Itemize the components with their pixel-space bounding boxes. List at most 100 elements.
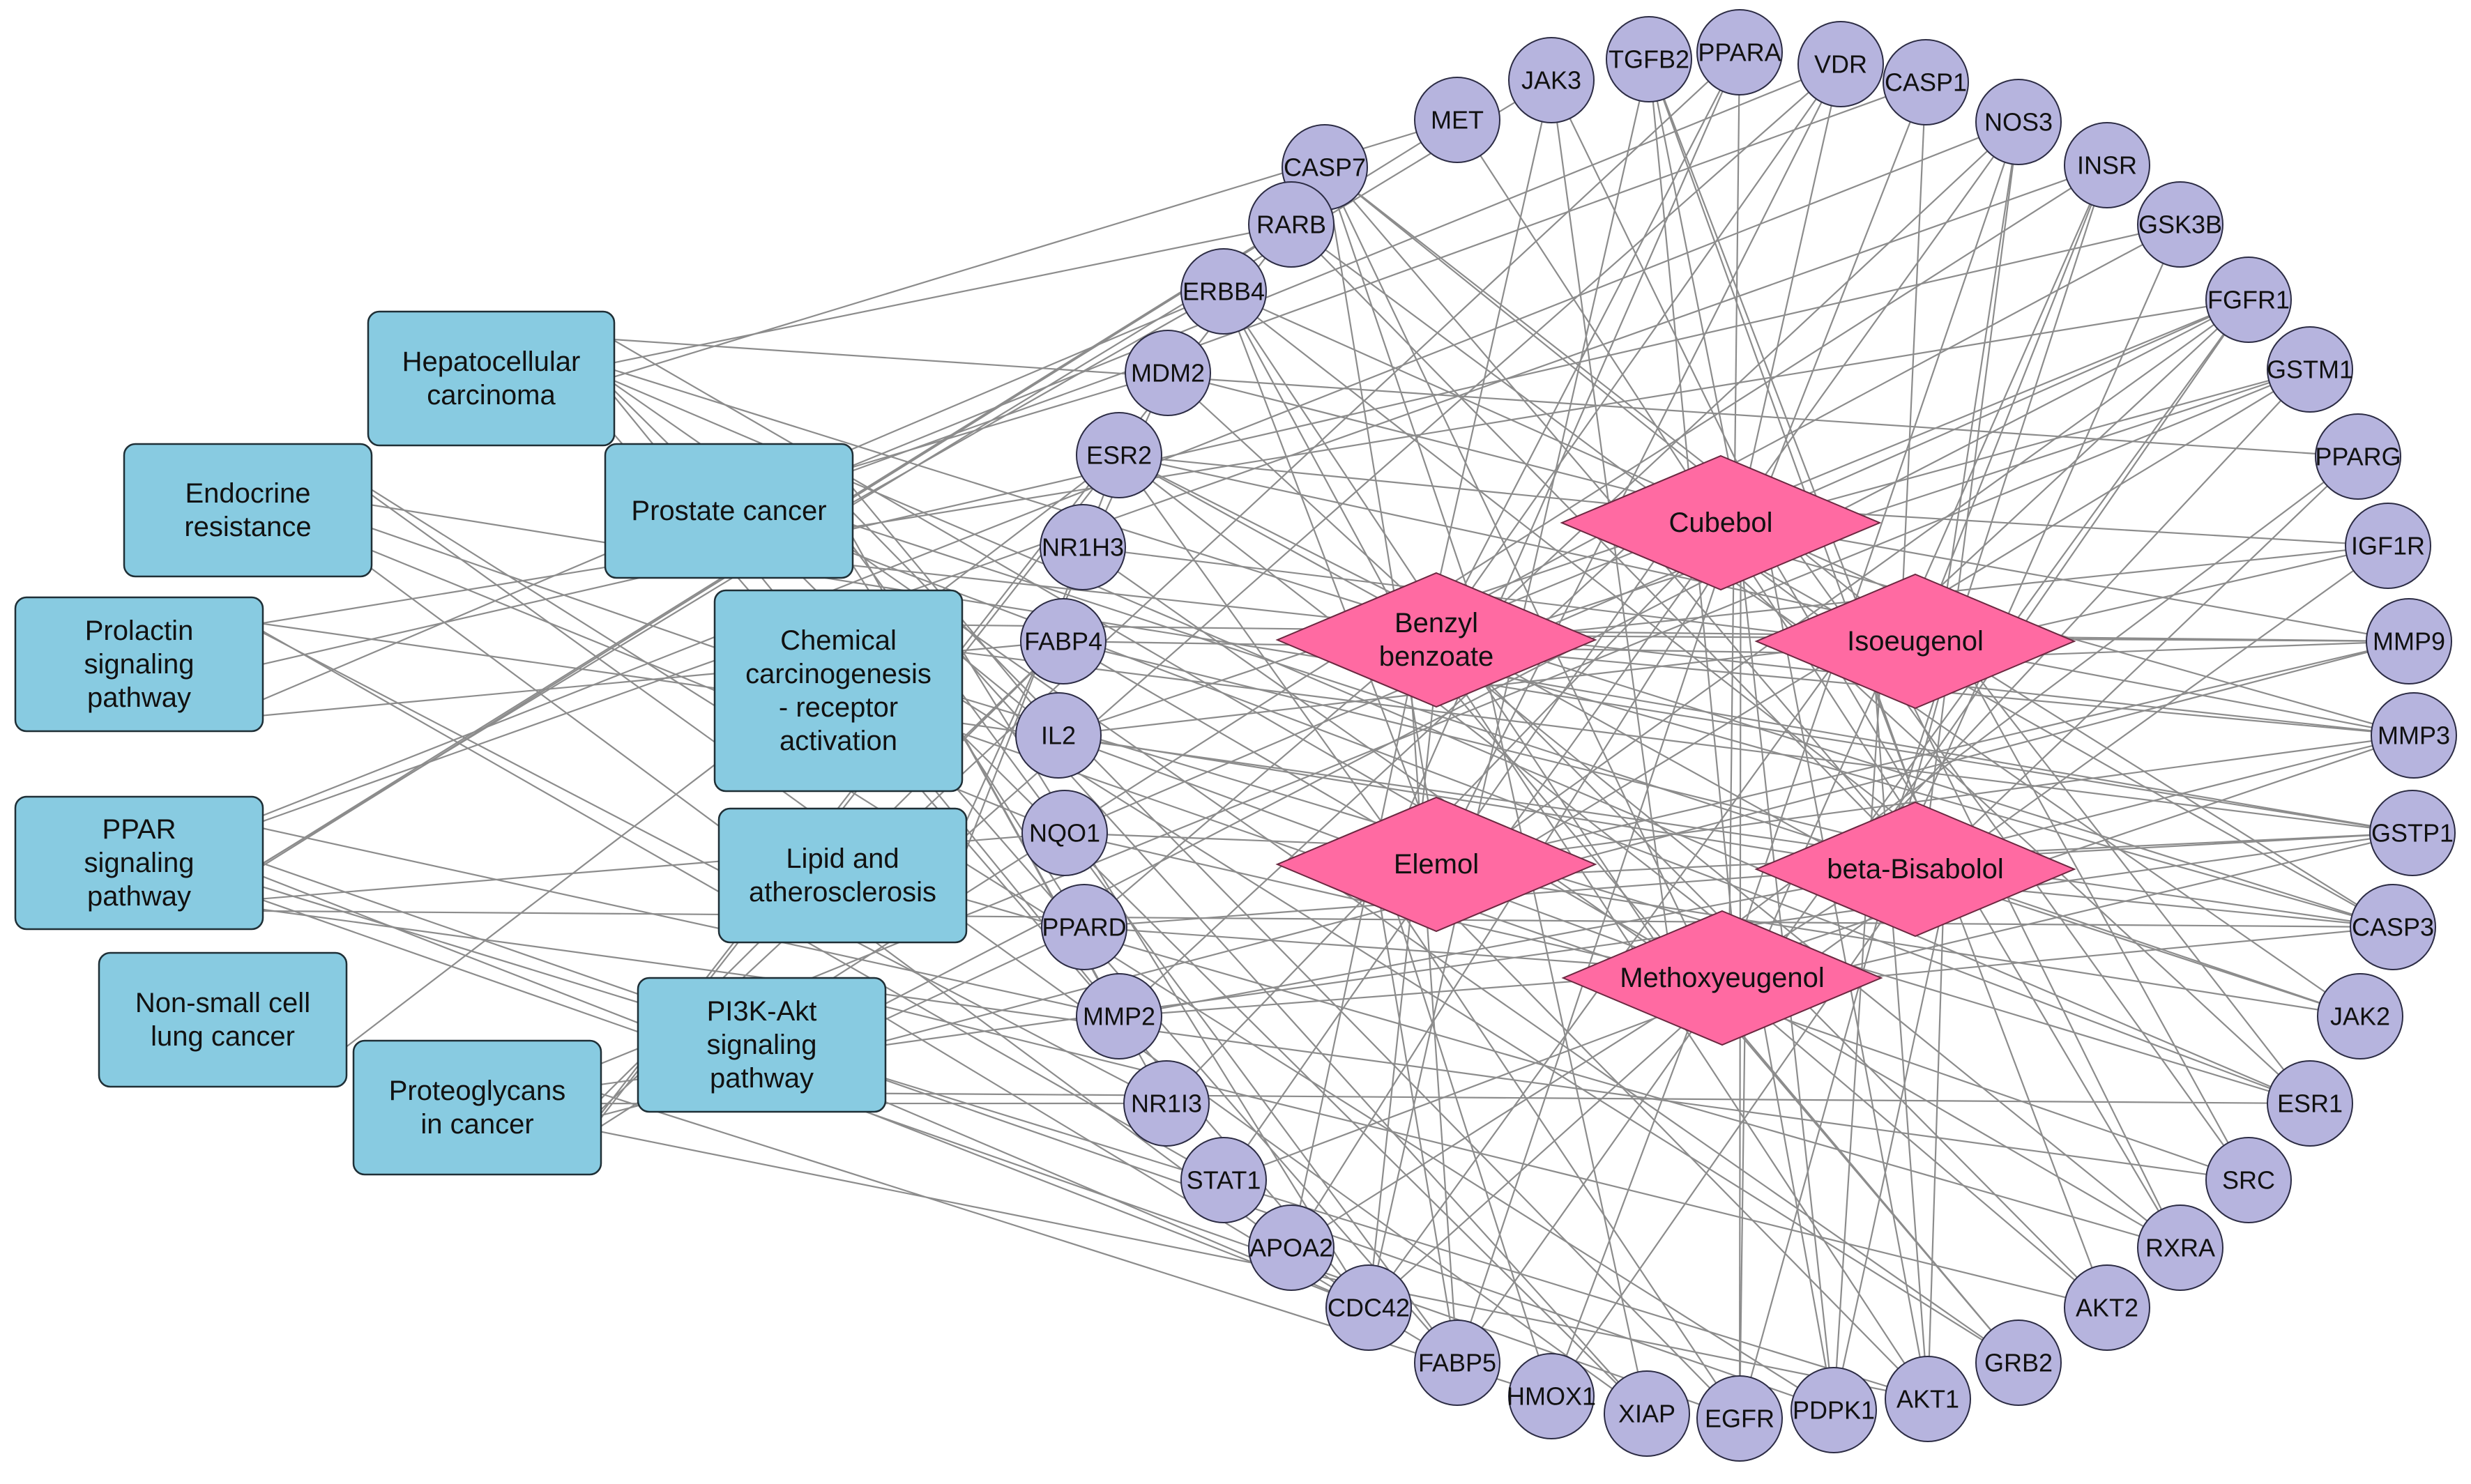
target-node-fabp5[interactable]: FABP5 [1414, 1319, 1500, 1406]
target-node-gstm1[interactable]: GSTM1 [2267, 326, 2353, 413]
target-node-mmp2[interactable]: MMP2 [1076, 973, 1162, 1060]
target-circle [2064, 1264, 2150, 1351]
target-node-mmp9[interactable]: MMP9 [2366, 598, 2452, 684]
target-node-pparg[interactable]: PPARG [2315, 413, 2401, 500]
target-node-cdc42[interactable]: CDC42 [1325, 1264, 1412, 1351]
compound-target-edge [1752, 368, 2311, 522]
target-label: STAT1 [1187, 1166, 1261, 1195]
target-node-stat1[interactable]: STAT1 [1180, 1137, 1267, 1223]
compound-target-edge [1118, 454, 1777, 967]
target-node-igf1r[interactable]: IGF1R [2345, 503, 2431, 589]
compound-target-edge [1082, 546, 1670, 960]
target-circle [1414, 77, 1500, 163]
target-node-xiap[interactable]: XIAP [1604, 1370, 1690, 1457]
target-node-tgfb2[interactable]: TGFB2 [1606, 16, 1692, 102]
compound-target-edge [1725, 121, 2020, 980]
target-circle [1325, 1264, 1412, 1351]
target-node-esr2[interactable]: ESR2 [1076, 412, 1162, 498]
target-node-akt1[interactable]: AKT1 [1885, 1356, 1971, 1442]
target-node-gstp1[interactable]: GSTP1 [2369, 790, 2456, 876]
compound-node-cubebol[interactable]: Cubebol [1560, 454, 1882, 591]
target-node-rxra[interactable]: RXRA [2137, 1204, 2223, 1291]
target-circle [1975, 79, 2062, 165]
target-circle [1040, 504, 1126, 590]
target-node-insr[interactable]: INSR [2064, 122, 2150, 208]
target-node-ppara[interactable]: PPARA [1696, 9, 1783, 95]
compound-node-bisab[interactable]: beta-Bisabolol [1754, 801, 2076, 938]
target-node-jak3[interactable]: JAK3 [1508, 37, 1595, 123]
target-circle [1041, 884, 1127, 970]
target-node-casp1[interactable]: CASP1 [1883, 39, 1969, 125]
target-circle [1076, 412, 1162, 498]
target-circle [2137, 1204, 2223, 1291]
target-circle [2350, 884, 2436, 970]
compound-target-edge [1367, 645, 1440, 1308]
compound-node-isoeug[interactable]: Isoeugenol [1754, 573, 2076, 710]
target-node-src[interactable]: SRC [2205, 1137, 2292, 1223]
target-node-pdpk1[interactable]: PDPK1 [1790, 1367, 1877, 1453]
pathway-label: Hepatocellular [402, 346, 581, 377]
target-label: JAK2 [2330, 1002, 2390, 1031]
pathway-label: pathway [87, 881, 191, 912]
compound-node-methox[interactable]: Methoxyeugenol [1561, 910, 1883, 1046]
compound-target-edge [1058, 734, 1924, 875]
pathway-label: signaling [84, 848, 195, 878]
target-node-hmox1[interactable]: HMOX1 [1507, 1353, 1596, 1439]
target-node-grb2[interactable]: GRB2 [1975, 1319, 2062, 1406]
target-node-gsk3b[interactable]: GSK3B [2137, 181, 2223, 268]
compound-target-edge [1477, 633, 1648, 1414]
compound-label: benzoate [1379, 641, 1494, 672]
target-circle [2366, 598, 2452, 684]
target-node-ppard[interactable]: PPARD [1041, 884, 1127, 970]
target-label: AKT2 [2076, 1294, 2138, 1322]
target-circle [2345, 503, 2431, 589]
target-node-esr1[interactable]: ESR1 [2267, 1060, 2353, 1147]
target-circle [2267, 1060, 2353, 1147]
target-node-rarb[interactable]: RARB [1248, 181, 1335, 268]
target-label: GSTP1 [2371, 819, 2454, 848]
compound-target-edge [1118, 503, 1673, 1017]
pathway-target-edge [246, 623, 1167, 1104]
target-label: FGFR1 [2207, 286, 2290, 314]
pathway-label: Lipid and [786, 843, 899, 874]
target-node-jak2[interactable]: JAK2 [2317, 973, 2403, 1060]
pathway-target-edge [835, 563, 2415, 737]
target-node-nqo1[interactable]: NQO1 [1021, 790, 1108, 876]
target-node-apoa2[interactable]: APOA2 [1248, 1204, 1335, 1291]
compound-target-edge [1758, 995, 1835, 1411]
compound-target-edge [1906, 456, 2359, 889]
target-node-met[interactable]: MET [1414, 77, 1500, 163]
target-node-vdr[interactable]: VDR [1797, 21, 1884, 107]
target-node-nos3[interactable]: NOS3 [1975, 79, 2062, 165]
target-label: PPARG [2315, 443, 2401, 471]
target-node-mmp3[interactable]: MMP3 [2371, 692, 2457, 779]
compound-node-elemol[interactable]: Elemol [1275, 796, 1597, 933]
target-node-fabp4[interactable]: FABP4 [1020, 598, 1107, 684]
target-node-erbb4[interactable]: ERBB4 [1180, 248, 1267, 335]
target-node-fgfr1[interactable]: FGFR1 [2205, 257, 2292, 343]
compound-target-edge [1766, 545, 2389, 993]
compound-target-edge [1324, 167, 1718, 990]
target-node-casp3[interactable]: CASP3 [2350, 884, 2436, 970]
target-node-akt2[interactable]: AKT2 [2064, 1264, 2150, 1351]
pathway-box [637, 977, 887, 1113]
pathway-node-prost[interactable]: Prostate cancer [604, 443, 854, 579]
target-node-nr1i3[interactable]: NR1I3 [1123, 1060, 1210, 1147]
target-node-mdm2[interactable]: MDM2 [1125, 330, 1211, 416]
target-node-il2[interactable]: IL2 [1015, 692, 1102, 779]
target-node-egfr[interactable]: EGFR [1696, 1375, 1783, 1462]
target-node-nr1h3[interactable]: NR1H3 [1040, 504, 1126, 590]
pathway-label: Proteoglycans [389, 1076, 565, 1106]
compound-diamond [1275, 796, 1597, 933]
target-circle [1975, 1319, 2062, 1406]
